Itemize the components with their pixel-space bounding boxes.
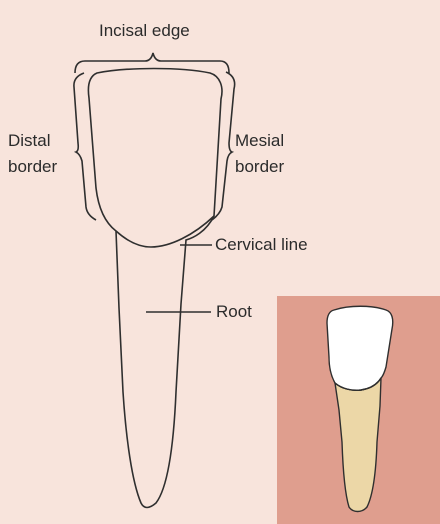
distal-border-label-line-1: Distal	[8, 130, 51, 152]
mesial-border-label-line-1: Mesial	[235, 130, 284, 152]
distal-border-label-line-2: border	[8, 156, 57, 178]
mesial-border-label-line-2: border	[235, 156, 284, 178]
incisal-edge-label: Incisal edge	[99, 20, 190, 42]
tooth-color-inset	[277, 296, 440, 524]
cervical-line-label: Cervical line	[215, 234, 308, 256]
root-label: Root	[216, 301, 252, 323]
